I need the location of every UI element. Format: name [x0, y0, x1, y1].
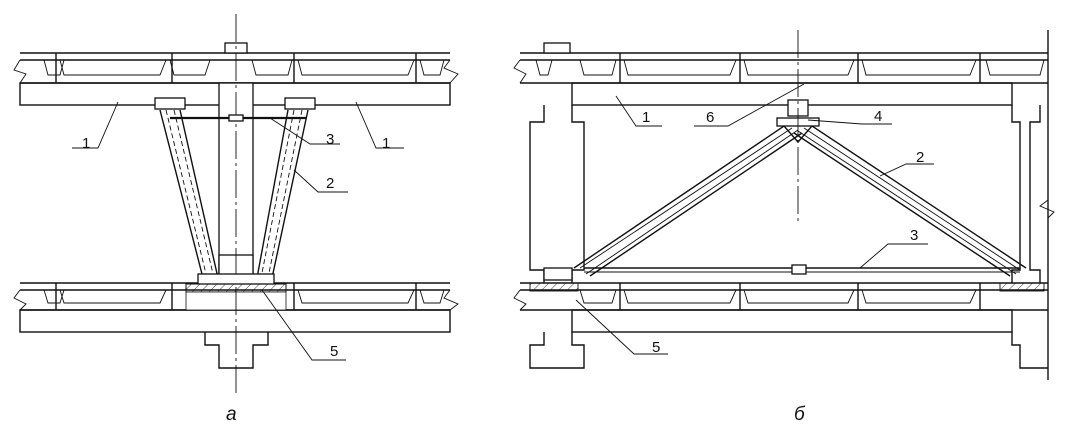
- caption-a: а: [226, 404, 237, 425]
- leader-lines: [72, 101, 404, 361]
- diagonal-struts: [154, 97, 316, 285]
- label-a-1-right: 1: [382, 135, 390, 152]
- columns-b: [529, 30, 1055, 380]
- label-a-3: 3: [326, 131, 334, 148]
- label-a-2: 2: [326, 175, 334, 192]
- leader-lines-b: [575, 83, 934, 355]
- tie-bar-b: [584, 264, 1020, 275]
- label-b-1: 1: [642, 109, 650, 126]
- label-b-4: 4: [874, 108, 882, 125]
- truss-rafters: [573, 99, 1027, 277]
- caption-b: б: [794, 404, 806, 425]
- label-a-1-left: 1: [82, 135, 90, 152]
- label-a-5: 5: [330, 343, 338, 360]
- lower-floor-slab-b: [513, 282, 1048, 333]
- upper-floor-slab-b: [513, 42, 1048, 106]
- label-b-5: 5: [652, 339, 660, 356]
- label-b-6: 6: [706, 109, 714, 126]
- label-b-3: 3: [910, 227, 918, 244]
- column: [204, 14, 269, 394]
- panel-a: 1 1 2 3 5 а: [13, 14, 459, 425]
- label-b-2: 2: [916, 149, 924, 166]
- panel-b: 1 2 3 4 5 6 б: [513, 30, 1055, 425]
- tie-rod: [170, 114, 306, 122]
